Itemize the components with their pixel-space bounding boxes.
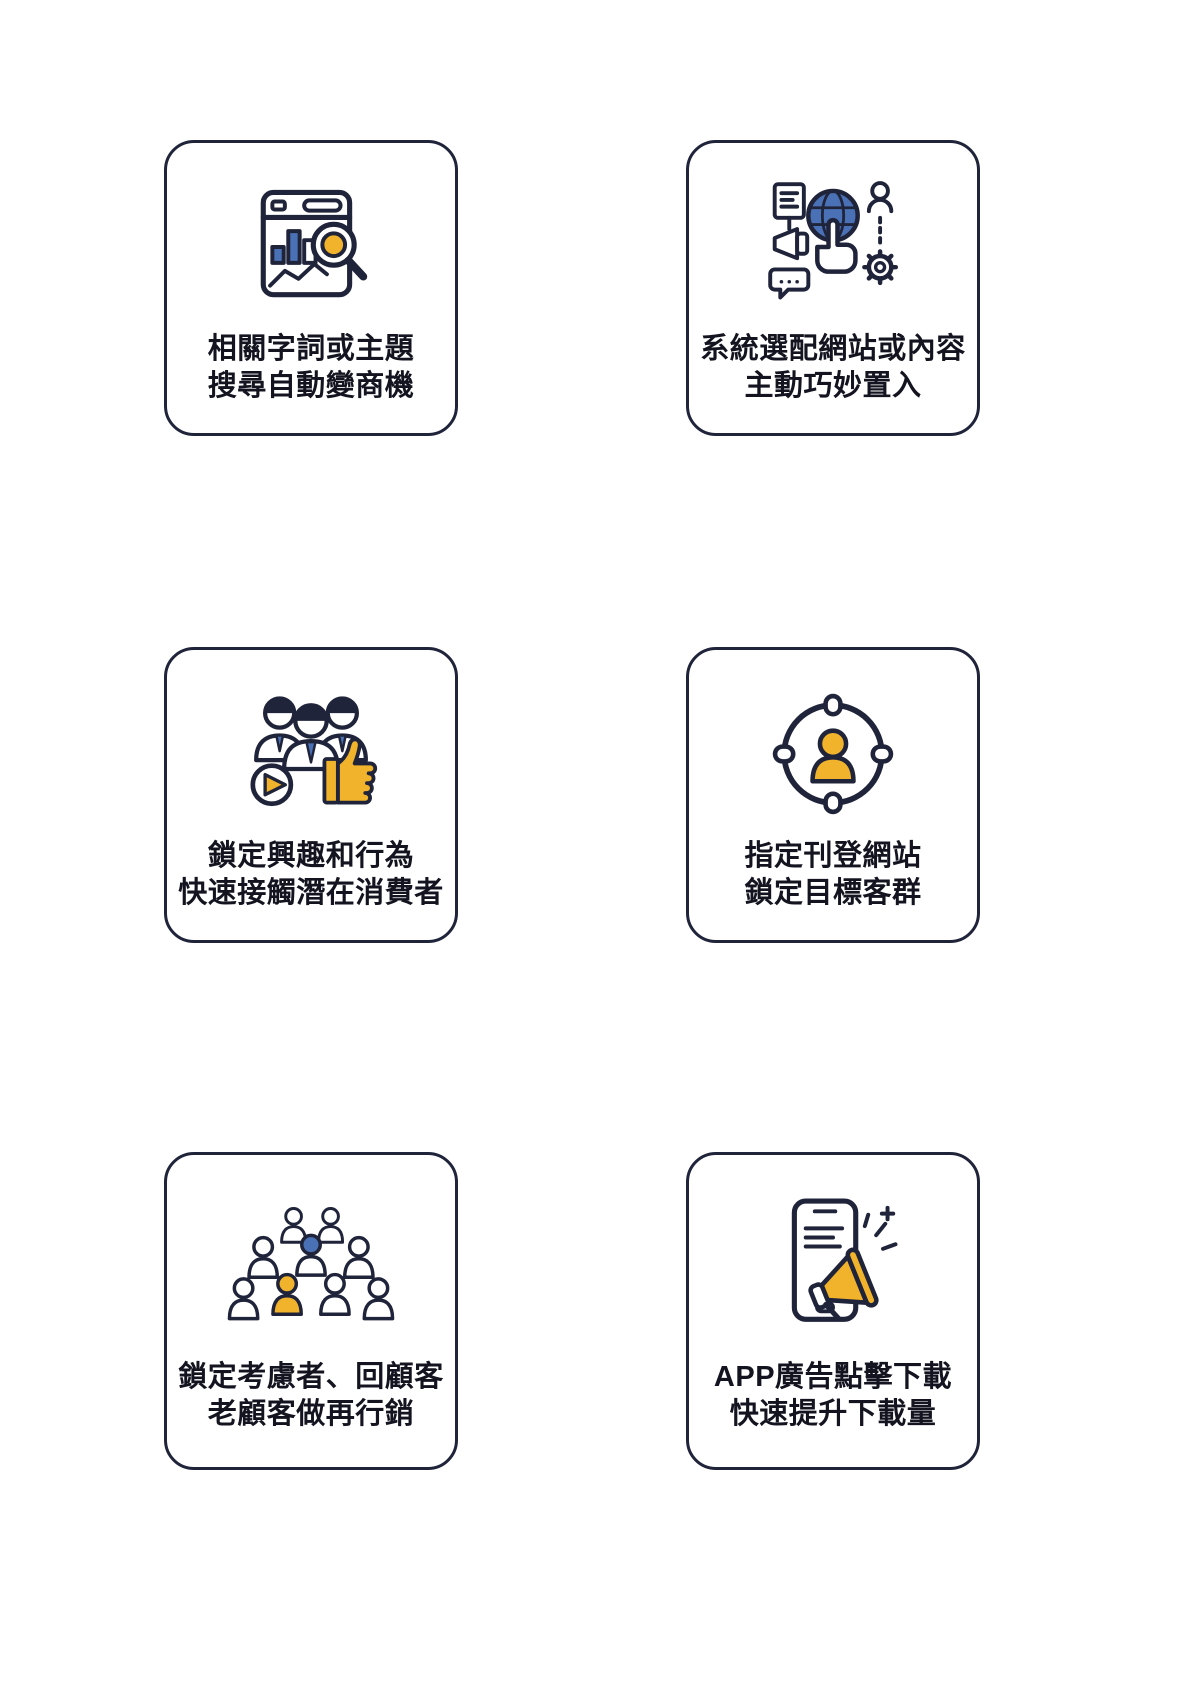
card-system-placement: 系統選配網站或內容 主動巧妙置入 (686, 140, 980, 436)
card-remarketing: 鎖定考慮者、回顧客 老顧客做再行銷 (164, 1152, 458, 1470)
caption-line2: 快速提升下載量 (729, 1398, 937, 1431)
card-interest-behavior: 鎖定興趣和行為 快速接觸潛在消費者 (164, 647, 458, 943)
card-caption: 指定刊登網站 鎖定目標客群 (744, 838, 921, 912)
card-app-install-ads: APP廣告點擊下載 快速提升下載量 (686, 1152, 980, 1470)
caption-line2: 老顧客做再行銷 (207, 1398, 415, 1431)
card-site-targeting: 指定刊登網站 鎖定目標客群 (686, 647, 980, 943)
caption-line1: APP廣告點擊下載 (713, 1361, 953, 1394)
card-caption: 鎖定興趣和行為 快速接觸潛在消費者 (178, 838, 444, 912)
caption-line2: 快速接觸潛在消費者 (178, 877, 444, 910)
caption-line1: 相關字詞或主題 (207, 333, 415, 366)
card-caption: 相關字詞或主題 搜尋自動變商機 (208, 331, 415, 405)
card-caption: 鎖定考慮者、回顧客 老顧客做再行銷 (178, 1359, 444, 1433)
card-caption: 系統選配網站或內容 主動巧妙置入 (700, 331, 966, 405)
phone-megaphone-icon (758, 1175, 908, 1359)
caption-line2: 鎖定目標客群 (744, 877, 922, 910)
caption-line1: 鎖定考慮者、回顧客 (178, 1361, 444, 1394)
crowd-icon (226, 1175, 396, 1359)
caption-line1: 系統選配網站或內容 (700, 333, 966, 366)
caption-line2: 搜尋自動變商機 (207, 370, 415, 403)
megaphone-globe-user-icon (759, 163, 907, 331)
chart-magnifier-icon (236, 163, 386, 331)
caption-line2: 主動巧妙置入 (744, 370, 922, 403)
target-user-icon (758, 670, 908, 838)
caption-line1: 指定刊登網站 (744, 840, 922, 873)
caption-line1: 鎖定興趣和行為 (207, 840, 415, 873)
card-keyword-search: 相關字詞或主題 搜尋自動變商機 (164, 140, 458, 436)
card-caption: APP廣告點擊下載 快速提升下載量 (714, 1359, 952, 1433)
audience-engagement-icon (227, 670, 395, 838)
